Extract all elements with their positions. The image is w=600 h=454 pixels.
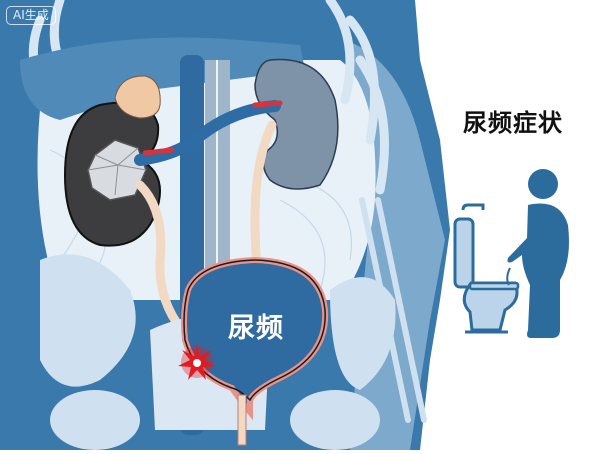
ai-generated-watermark: AI生成 bbox=[6, 6, 56, 25]
pain-burst-icon bbox=[178, 344, 216, 380]
person-urinating-icon bbox=[507, 169, 569, 338]
renal-vein bbox=[134, 100, 281, 166]
right-kidney bbox=[254, 58, 339, 190]
bladder-label: 尿频 bbox=[228, 313, 284, 344]
symptom-title: 尿频症状 bbox=[463, 109, 563, 137]
left-ureter bbox=[135, 180, 187, 335]
liver bbox=[20, 37, 305, 120]
toilet-icon bbox=[453, 203, 520, 334]
arm-bones bbox=[359, 197, 427, 423]
adrenal-gland bbox=[114, 75, 161, 119]
